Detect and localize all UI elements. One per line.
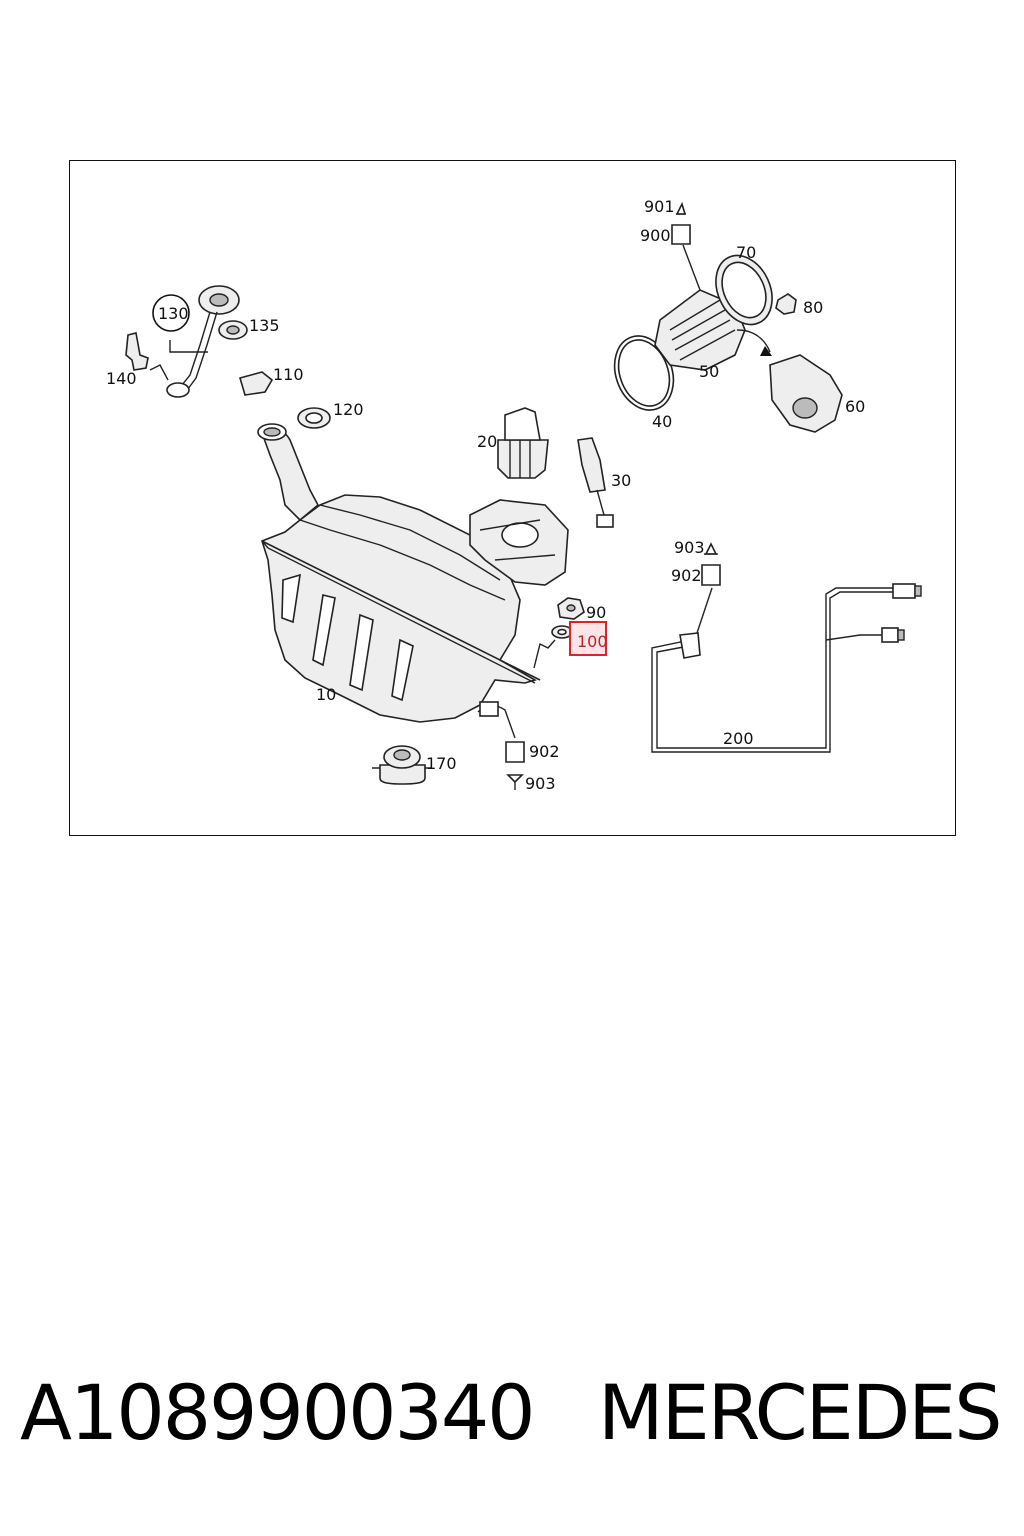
- callout-10: 10: [316, 685, 336, 704]
- callout-903-lower: 903: [525, 774, 556, 793]
- callout-130: 130: [158, 304, 189, 323]
- callout-200: 200: [723, 729, 754, 748]
- washer-part: [533, 625, 573, 669]
- level-sender-part: [577, 437, 614, 528]
- callout-130-circle: [152, 294, 190, 332]
- callout-900: 900: [640, 226, 671, 245]
- callout-135: 135: [249, 316, 280, 335]
- callout-140: 140: [106, 369, 137, 388]
- wiring-harness-part: [651, 542, 922, 753]
- footer: A1089900340 MERCEDES: [0, 1368, 1024, 1468]
- lower-connector-part: [505, 741, 525, 790]
- callout-100-highlight[interactable]: [569, 621, 607, 656]
- callout-60: 60: [845, 397, 865, 416]
- fuel-pump-part: [497, 407, 549, 479]
- diagram-frame: [69, 160, 956, 836]
- callout-50: 50: [699, 362, 719, 381]
- callout-110: 110: [273, 365, 304, 384]
- callout-902-lower: 902: [529, 742, 560, 761]
- callout-902-harness: 902: [671, 566, 702, 585]
- callout-120: 120: [333, 400, 364, 419]
- nut-part: [557, 597, 585, 620]
- callout-70: 70: [736, 243, 756, 262]
- brand-name: MERCEDES: [598, 1368, 1002, 1457]
- callout-901-top: 901: [644, 197, 675, 216]
- callout-40: 40: [652, 412, 672, 431]
- part-number: A1089900340: [20, 1368, 536, 1457]
- callout-80: 80: [803, 298, 823, 317]
- cover-cap-part: [372, 745, 432, 785]
- fuel-cap-assembly: [125, 285, 331, 429]
- callout-30: 30: [611, 471, 631, 490]
- callout-903-harness: 903: [674, 538, 705, 557]
- callout-20: 20: [477, 432, 497, 451]
- callout-90: 90: [586, 603, 606, 622]
- upper-unit-assembly: [613, 201, 843, 433]
- fuel-tank-part: [257, 423, 541, 739]
- callout-170: 170: [426, 754, 457, 773]
- callout-100[interactable]: 100: [577, 632, 608, 651]
- pump-housing-part: [469, 499, 569, 586]
